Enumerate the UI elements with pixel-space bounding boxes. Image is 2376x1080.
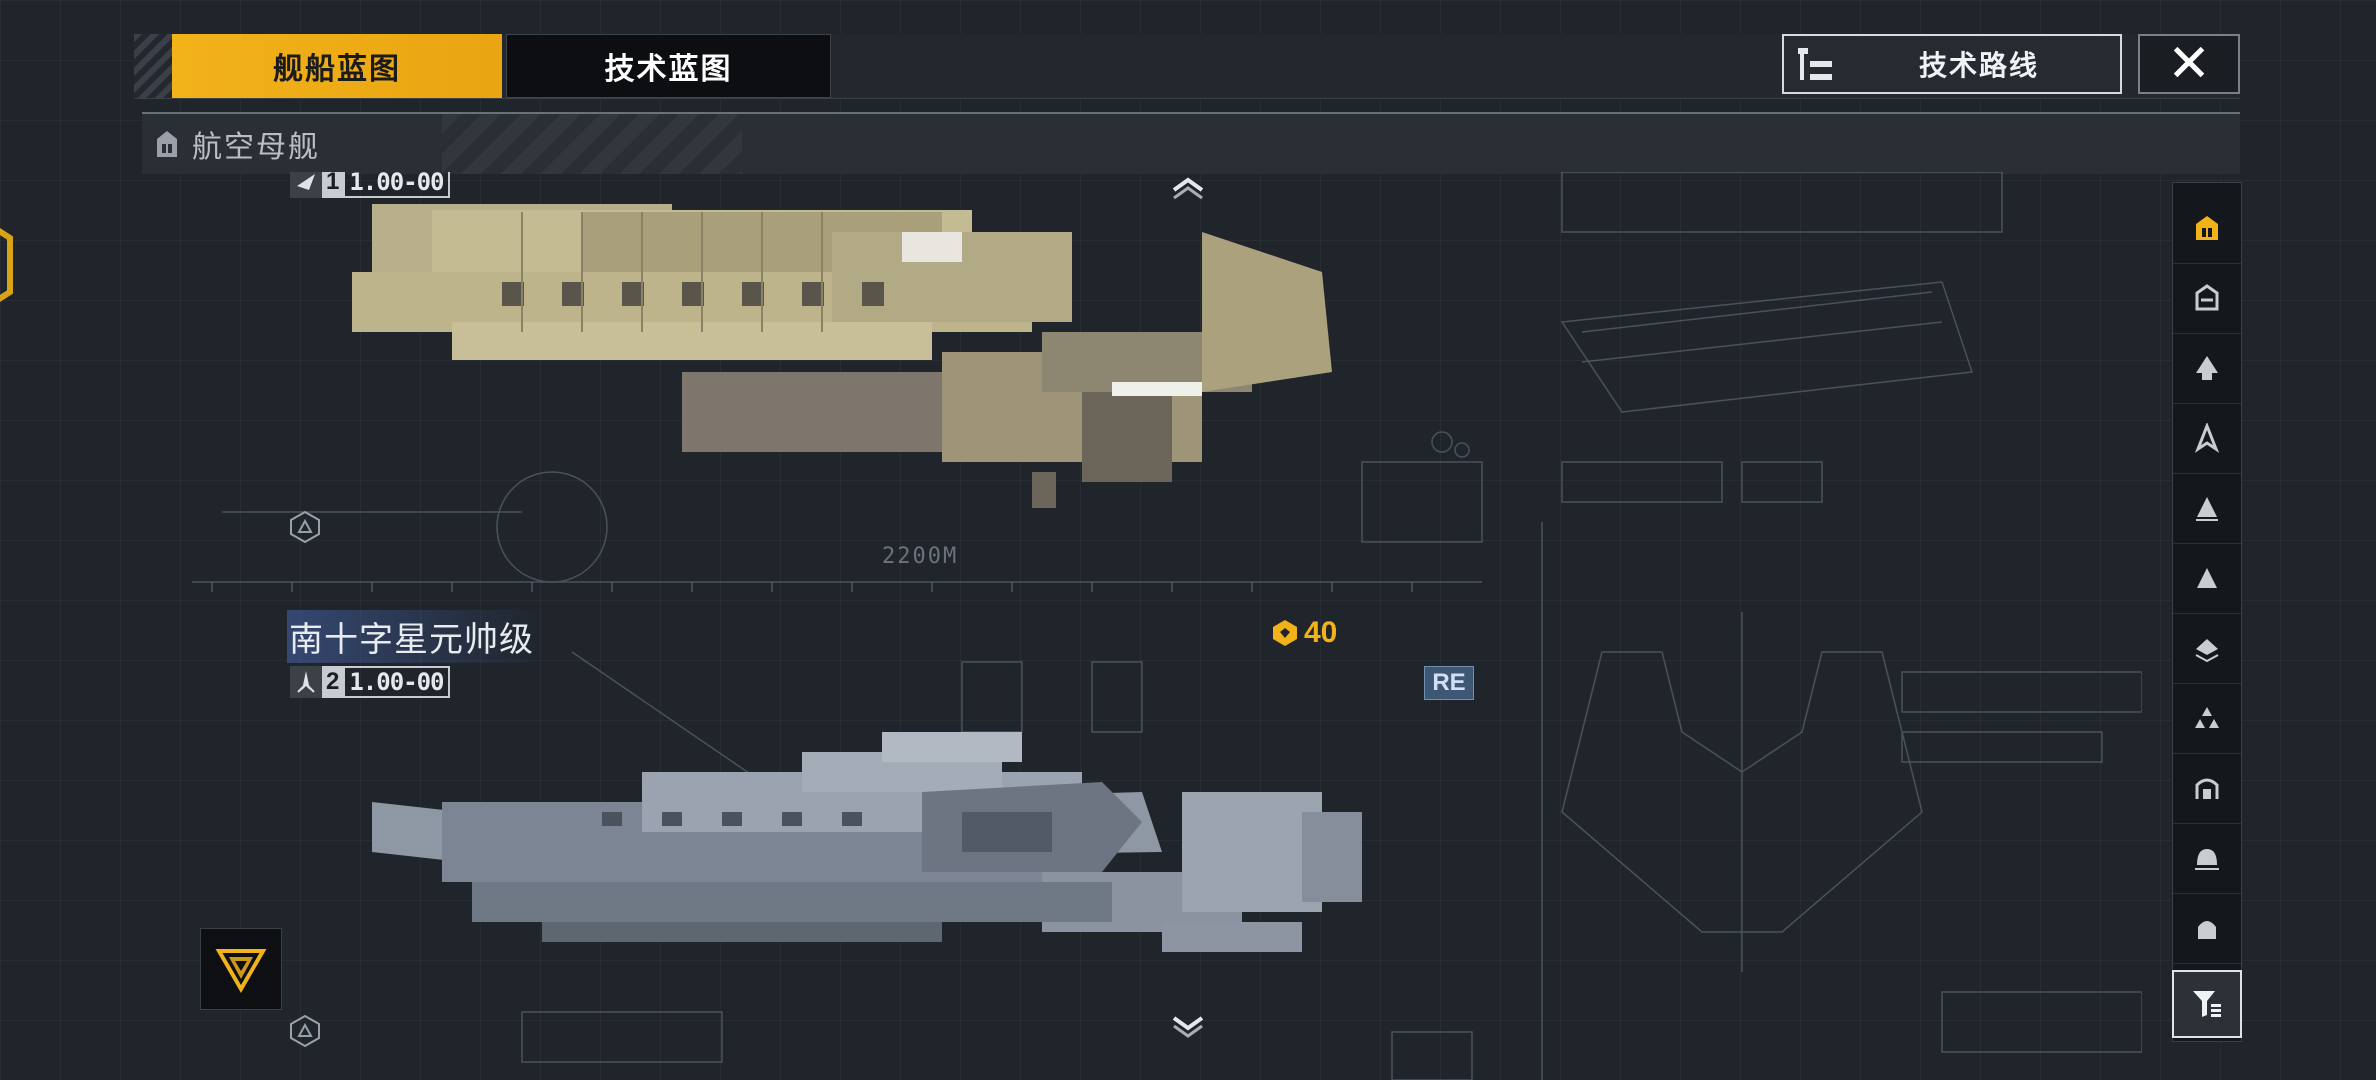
blueprint-backdrop — [192, 172, 2142, 1080]
tab-ship-blueprint[interactable]: 舰船蓝图 — [172, 34, 502, 98]
ship-2-info-hex-icon[interactable] — [288, 1014, 322, 1048]
cruiser-icon — [2194, 423, 2220, 453]
ship-2-cost-value: 40 — [1304, 616, 1338, 649]
filter-button[interactable] — [2172, 970, 2242, 1038]
ship-1-count: 1 — [322, 172, 344, 198]
shield-icon — [2198, 921, 2216, 939]
category-label: 航空母舰 — [192, 131, 320, 164]
ship-2-count: 2 — [322, 666, 344, 698]
hangar-icon — [2195, 778, 2219, 799]
battlecruiser-icon — [2196, 356, 2218, 380]
ship-carrier-2-image[interactable] — [372, 732, 1362, 952]
rail-item-auxiliary[interactable] — [2173, 263, 2241, 334]
view-toggle-button[interactable] — [200, 928, 282, 1010]
carrier-type-icon — [290, 666, 322, 698]
ship-carrier-1-image[interactable] — [352, 204, 1332, 508]
corvette-icon — [2195, 639, 2219, 663]
destroyer-icon — [2196, 497, 2218, 521]
dome-icon — [2195, 849, 2219, 870]
rail-item-battlecruiser[interactable] — [2173, 333, 2241, 404]
tech-tree-icon — [1798, 44, 1838, 84]
ship-1-value: 1.00-00 — [343, 172, 450, 198]
rail-item-destroyer[interactable] — [2173, 473, 2241, 544]
rail-item-corvette[interactable] — [2173, 613, 2241, 684]
ship-1-stats: 1 1.00-00 — [290, 172, 450, 198]
rail-item-dome[interactable] — [2173, 823, 2241, 894]
rail-item-fighter[interactable] — [2173, 683, 2241, 754]
left-edge-hex-icon[interactable] — [0, 210, 16, 320]
ship-2-cost: 40 — [1270, 616, 1337, 650]
triangle-emblem-icon — [215, 949, 267, 993]
fighter-icon — [290, 172, 322, 198]
ship-2-re-badge: RE — [1424, 666, 1474, 700]
close-icon: ✕ — [2167, 35, 2211, 93]
aux-ship-icon — [2195, 284, 2219, 311]
category-bar: 航空母舰 — [142, 112, 2240, 174]
rail-item-shield[interactable] — [2173, 893, 2241, 964]
blueprint-cost-icon — [1273, 620, 1297, 646]
top-bar-stripes — [134, 34, 172, 98]
filter-icon — [2193, 991, 2221, 1017]
tech-route-label: 技术路线 — [1918, 50, 2039, 81]
close-button[interactable]: ✕ — [2138, 34, 2240, 94]
ship-1-info-hex-icon[interactable] — [288, 510, 322, 544]
scroll-down-chevron-icon[interactable] — [1168, 1014, 1208, 1038]
rail-item-cruiser[interactable] — [2173, 403, 2241, 474]
carrier-icon — [2196, 216, 2218, 240]
scroll-up-chevron-icon[interactable] — [1168, 176, 1208, 200]
rail-item-frigate[interactable] — [2173, 543, 2241, 614]
tab-tech-blueprint[interactable]: 技术蓝图 — [506, 34, 831, 98]
ship-2-name[interactable]: 南十字星元帅级 — [287, 610, 544, 663]
ship-2-stats: 2 1.00-00 — [290, 666, 450, 698]
scale-label: 2200M — [882, 544, 959, 569]
frigate-icon — [2197, 568, 2217, 588]
rail-item-hangar[interactable] — [2173, 753, 2241, 824]
category-bar-stripes — [442, 114, 742, 174]
tech-route-button[interactable]: 技术路线 — [1782, 34, 2122, 94]
rail-item-carrier[interactable] — [2173, 193, 2241, 264]
fighter-icon — [2195, 707, 2219, 728]
ship-list[interactable]: 1 1.00-00 2200M 南十字星元帅级 2 1.00-00 40 RE — [142, 172, 2142, 1080]
carrier-icon — [157, 131, 177, 157]
ship-2-value: 1.00-00 — [343, 666, 450, 698]
ship-class-rail — [2172, 182, 2242, 1042]
